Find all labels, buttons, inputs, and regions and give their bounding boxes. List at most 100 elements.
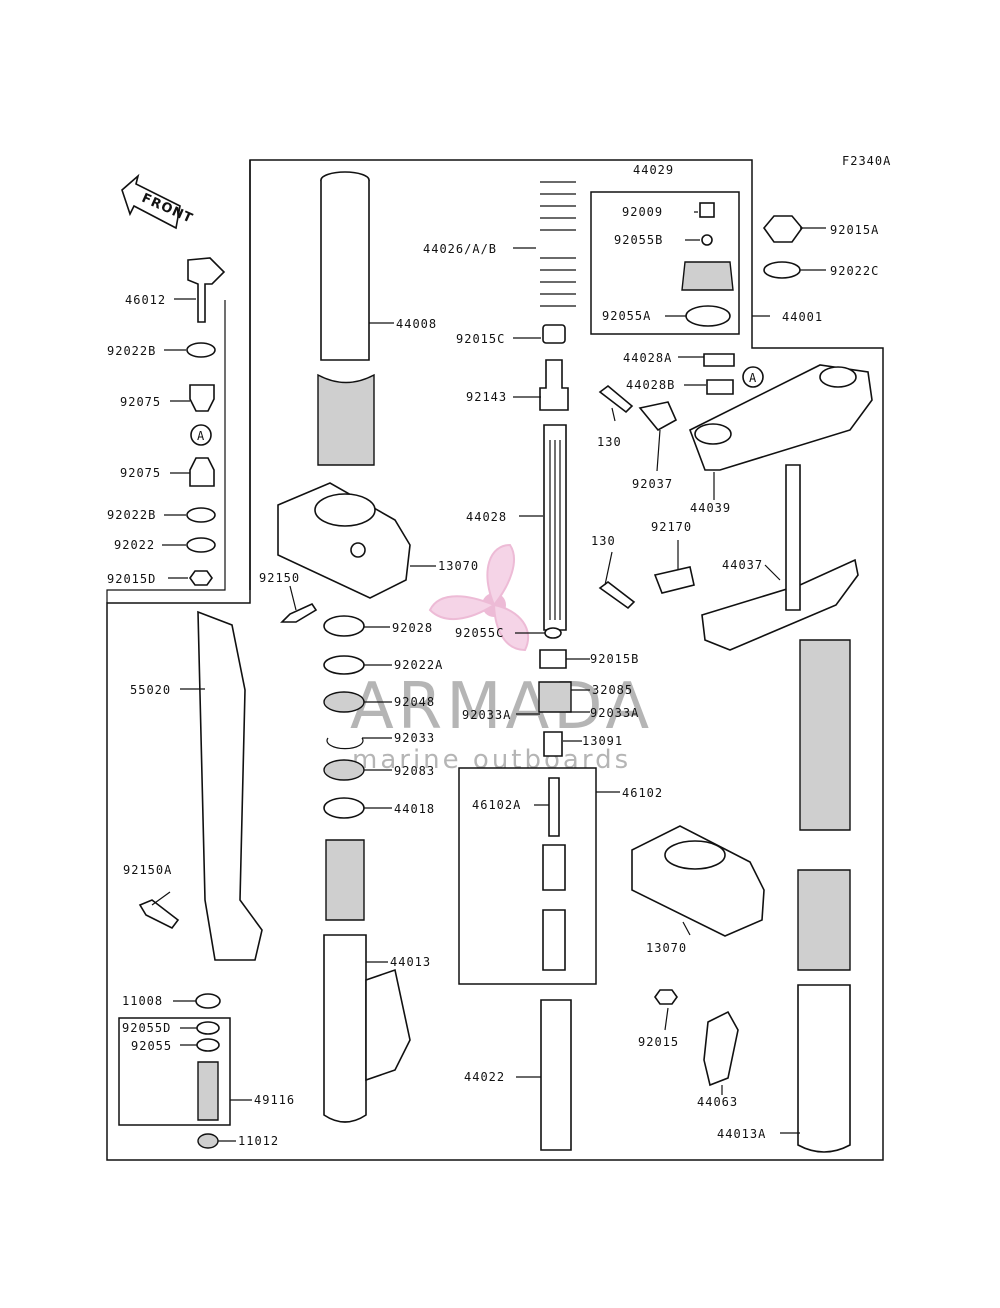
clamp-right-bore xyxy=(664,840,726,870)
bracket-bore-2 xyxy=(819,366,857,388)
part-label: 11012 xyxy=(238,1134,279,1148)
part-label: 92015 xyxy=(638,1035,679,1049)
part-label: 44028 xyxy=(466,510,507,524)
part-label: 46102A xyxy=(472,798,521,812)
part-label: 130 xyxy=(591,534,616,548)
part-label: 44001 xyxy=(782,310,823,324)
part-label: 92009 xyxy=(622,205,663,219)
part-label: 92055A xyxy=(602,309,651,323)
part-label: 92033 xyxy=(394,731,435,745)
nut-92015d-icon xyxy=(189,570,213,586)
steering-stem-icon xyxy=(785,464,801,611)
bushing-44028a-icon xyxy=(703,353,735,367)
ref-a-marker-icon xyxy=(190,424,212,446)
part-label: 44013 xyxy=(390,955,431,969)
bolt-92150a-icon xyxy=(138,899,180,930)
valve-49116-icon xyxy=(197,1061,219,1121)
watermark-subtitle: marine outboards xyxy=(352,745,631,775)
part-label: 92022 xyxy=(114,538,155,552)
part-label: 44039 xyxy=(690,501,731,515)
part-label: 32085 xyxy=(592,683,633,697)
clip-92033-icon xyxy=(326,737,364,750)
part-label: 44028A xyxy=(623,351,672,365)
oring-92055a-icon xyxy=(685,305,731,327)
bushing-44018-icon xyxy=(323,797,365,819)
front-arrow-icon: FRONT xyxy=(121,173,195,230)
bolt-46012-icon xyxy=(187,257,226,323)
upper-bracket-44039-icon xyxy=(688,364,873,471)
part-label: 92075 xyxy=(120,395,161,409)
clamp-13070-icon xyxy=(277,482,411,599)
oring-92055c-icon xyxy=(544,627,562,639)
part-label: 13070 xyxy=(438,559,479,573)
part-label: 92033A xyxy=(462,708,511,722)
bushing-92028-icon xyxy=(323,615,365,637)
rubber-92075-icon xyxy=(189,384,215,412)
part-label: 92015D xyxy=(107,572,156,586)
cylinder-44022-icon xyxy=(540,999,572,1151)
spring-icon xyxy=(540,181,576,307)
oring-92055b-icon xyxy=(701,234,713,246)
main-frame xyxy=(106,159,884,1161)
part-label: 11008 xyxy=(122,994,163,1008)
part-label: 92075 xyxy=(120,466,161,480)
washer-92022b2-icon xyxy=(186,507,216,523)
collar-32085-icon xyxy=(538,681,572,713)
rod-grooves xyxy=(549,440,561,620)
fork-tube-44008-icon xyxy=(317,171,375,466)
part-label: 44063 xyxy=(697,1095,738,1109)
clamp-hole xyxy=(350,542,366,558)
part-label: 92143 xyxy=(466,390,507,404)
oring-11008-icon xyxy=(195,993,221,1009)
axle-carrier-44013a-icon xyxy=(797,984,851,1153)
part-label: 92022B xyxy=(107,508,156,522)
bushing-44028b-icon xyxy=(706,379,734,395)
watermark-propeller-icon xyxy=(428,543,530,652)
ref-marker-label: A xyxy=(749,371,757,385)
part-label: 92022C xyxy=(830,264,879,278)
nut-92015c-icon xyxy=(542,324,566,344)
part-label: 92033A xyxy=(590,706,639,720)
figure-code: F2340A xyxy=(842,154,891,168)
frame-44029 xyxy=(590,191,740,335)
frame-49116 xyxy=(118,1017,231,1126)
part-label: 92170 xyxy=(651,520,692,534)
part-label: 92015A xyxy=(830,223,879,237)
part-label: 92150A xyxy=(123,863,172,877)
watermark-title: ARMADA xyxy=(350,670,653,744)
bolt-92009-icon xyxy=(699,202,715,218)
ref-marker-label: A xyxy=(197,429,205,443)
part-label: 92028 xyxy=(392,621,433,635)
part-label: 44029 xyxy=(633,163,674,177)
part-label: 44028B xyxy=(626,378,675,392)
part-label: 92022A xyxy=(394,658,443,672)
rubber-92075b-icon xyxy=(189,457,215,487)
cap-11012-icon xyxy=(197,1133,219,1149)
part-label: 13070 xyxy=(646,941,687,955)
bolt-130b-icon xyxy=(598,580,636,610)
part-label: 92055B xyxy=(614,233,663,247)
carrier-lug xyxy=(365,968,411,1082)
washer-92022-icon xyxy=(186,537,216,553)
clamp-92170-icon xyxy=(653,566,695,594)
part-label: 44013A xyxy=(717,1127,766,1141)
part-label: 92150 xyxy=(259,571,300,585)
rod-46102a-icon xyxy=(548,777,560,837)
seal-92048-icon xyxy=(323,691,365,713)
part-label: 92015C xyxy=(456,332,505,346)
leader-lines xyxy=(151,211,826,1142)
clamp-44063-icon xyxy=(703,1010,739,1087)
axle-carrier-44013-icon xyxy=(323,934,367,1123)
seal-92083-icon xyxy=(323,759,365,781)
clamp-bore xyxy=(314,493,376,527)
inner-tube-44013-icon xyxy=(325,839,365,921)
part-label: 13091 xyxy=(582,734,623,748)
part-label: 92083 xyxy=(394,764,435,778)
part-label: 130 xyxy=(597,435,622,449)
part-label: 44008 xyxy=(396,317,437,331)
ref-a-marker-right-icon xyxy=(742,366,764,388)
cap-44029-icon xyxy=(681,261,734,291)
part-label: 92015B xyxy=(590,652,639,666)
piston-46102-icon xyxy=(542,844,566,971)
